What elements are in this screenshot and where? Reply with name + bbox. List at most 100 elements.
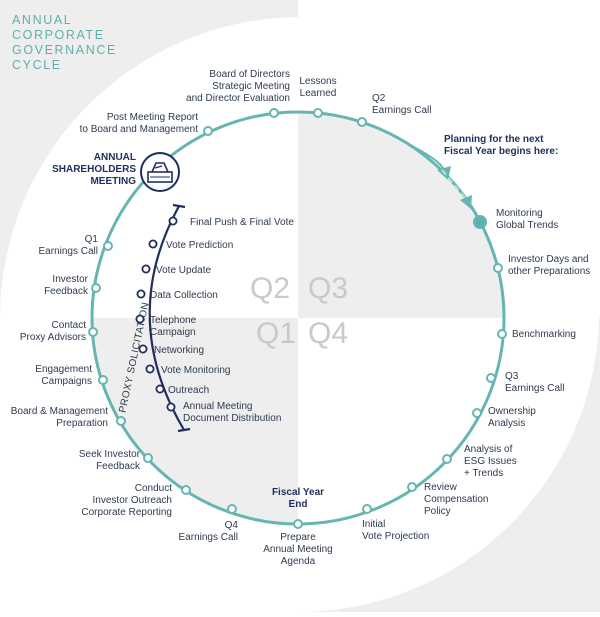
planning-arrow: [407, 143, 445, 171]
proxy-step-label: Vote Update: [156, 265, 211, 276]
milestone-dot: [362, 504, 372, 514]
milestone-dot: [116, 416, 126, 426]
milestone-dot: [497, 329, 507, 339]
proxy-arc-start-cap: [172, 203, 186, 209]
ballot-box-icon: [140, 152, 180, 192]
milestone-dot: [181, 485, 191, 495]
shade-q3-inner: [298, 112, 504, 318]
proxy-step-dot: [168, 216, 178, 226]
milestone-dot: [486, 373, 496, 383]
proxy-step-label: Networking: [154, 345, 204, 356]
milestone-dot: [98, 375, 108, 385]
proxy-step-dot: [136, 289, 146, 299]
milestone-dot: [473, 215, 487, 229]
proxy-step-label: Vote Monitoring: [161, 365, 231, 376]
milestone-dot: [143, 453, 153, 463]
proxy-step-label: Outreach: [168, 385, 209, 396]
milestone-dot: [357, 117, 367, 127]
proxy-step-outreach: Outreach: [155, 384, 209, 396]
milestone-dot: [407, 482, 417, 492]
proxy-step-dot: [135, 314, 145, 324]
proxy-step-data-collection: Data Collection: [136, 289, 218, 301]
planning-dashed-arrow-head: [460, 195, 472, 209]
proxy-step-label: Final Push & Final Vote: [190, 217, 294, 228]
milestone-dot: [203, 126, 213, 136]
proxy-step-dot: [148, 239, 158, 249]
proxy-step-vote-update: Vote Update: [141, 264, 211, 276]
shade-q2-quadrant: [0, 0, 298, 318]
quarter-q4: Q4: [308, 317, 348, 350]
milestone-dot: [88, 327, 98, 337]
milestone-dot: [493, 263, 503, 273]
proxy-step-dot: [166, 402, 176, 412]
shade-q4-quadrant: [298, 318, 600, 612]
proxy-step-label: Vote Prediction: [166, 240, 233, 251]
milestone-dot: [313, 108, 323, 118]
proxy-step-networking: Networking: [138, 344, 204, 356]
quarter-q3: Q3: [308, 272, 348, 305]
proxy-step-dot: [138, 344, 148, 354]
milestone-dot: [227, 504, 237, 514]
proxy-step-final-push: Final Push & Final Vote: [168, 216, 294, 228]
proxy-step-vote-prediction: Vote Prediction: [148, 239, 233, 251]
proxy-solicitation-arc: [148, 205, 185, 431]
milestone-dot: [103, 241, 113, 251]
milestone-dot: [269, 108, 279, 118]
planning-dashed-arrow: [441, 169, 467, 200]
proxy-arc-end-cap: [177, 427, 191, 433]
milestone-benchmarking: Benchmarking: [497, 329, 576, 340]
shade-q1-inner: [92, 318, 298, 524]
milestone-dot: [91, 283, 101, 293]
quarter-q1: Q1: [256, 317, 296, 350]
proxy-step-dot: [145, 364, 155, 374]
proxy-step-label: Data Collection: [150, 290, 218, 301]
